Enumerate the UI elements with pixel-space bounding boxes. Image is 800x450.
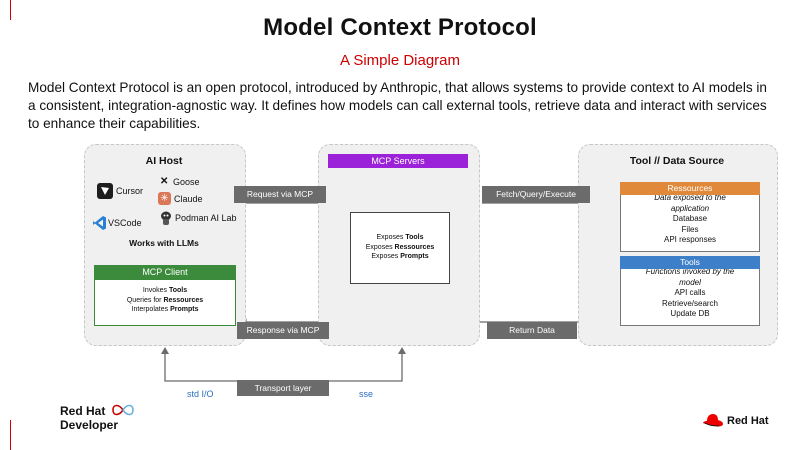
stdio-label: std I/O <box>187 389 214 399</box>
infinity-icon <box>112 404 134 416</box>
sse-label: sse <box>359 389 374 399</box>
works-with-llms: Works with LLMs <box>129 238 199 248</box>
page-title: Model Context Protocol <box>263 14 537 41</box>
resource-item: API responses <box>663 235 717 244</box>
tools-body: Functions invoked by the model API calls… <box>620 269 760 326</box>
resource-item: Database <box>672 214 708 223</box>
mcp-client-title: MCP Client <box>94 265 236 280</box>
bottom-accent-rule <box>10 420 11 450</box>
server-line: Exposes Tools <box>376 234 424 241</box>
tools-desc: Functions invoked by the model <box>645 269 735 287</box>
tools-title: Tools <box>620 256 760 269</box>
goose-icon: ✕ <box>160 176 169 187</box>
data-source-title: Tool // Data Source <box>629 155 725 167</box>
page-subtitle: A Simple Diagram <box>339 52 461 69</box>
red-hat-text: Red Hat <box>727 415 769 427</box>
client-line: Queries for Ressources <box>126 296 204 304</box>
cursor-icon <box>97 183 113 199</box>
return-data-label: Return Data <box>487 322 577 339</box>
mcp-servers-title: MCP Servers <box>328 154 468 168</box>
transport-bracket <box>164 349 403 382</box>
app-podman-label: Podman AI Lab <box>175 213 237 223</box>
app-claude-label: Claude <box>174 193 203 204</box>
ai-host-title: AI Host <box>145 155 183 167</box>
brand-line1: Red Hat <box>60 404 106 418</box>
app-goose-label: Goose <box>173 176 200 187</box>
app-podman: Podman AI Lab <box>160 211 237 225</box>
transport-layer-label: Transport layer <box>237 380 329 396</box>
server-line: Exposes Prompts <box>371 253 429 260</box>
tool-item: API calls <box>674 288 706 297</box>
red-hat-developer-logo: Red Hat Developer <box>60 404 118 432</box>
mcp-client-body: Invokes Tools Queries for Ressources Int… <box>94 280 236 326</box>
red-hat-logo: Red Hat <box>702 413 769 429</box>
client-line: Invokes Tools <box>142 287 188 294</box>
mcp-client-box: MCP Client Invokes Tools Queries for Res… <box>94 265 236 326</box>
resources-body: Data exposed to the application Database… <box>620 195 760 252</box>
vscode-icon <box>93 215 107 231</box>
server-line: Exposes Ressources <box>365 243 435 251</box>
top-accent-rule <box>10 0 11 20</box>
resources-box: Ressources Data exposed to the applicati… <box>620 182 760 252</box>
request-via-mcp-label: Request via MCP <box>234 186 326 203</box>
fetch-query-execute-label: Fetch/Query/Execute <box>482 186 590 203</box>
claude-icon: ✳ <box>158 192 171 205</box>
resource-item: Files <box>681 224 699 234</box>
response-via-mcp-label: Response via MCP <box>237 322 329 339</box>
page-description: Model Context Protocol is an open protoc… <box>28 80 767 131</box>
app-vscode-label: VSCode <box>108 218 142 228</box>
app-claude: ✳ Claude <box>158 192 203 205</box>
app-goose: ✕ Goose <box>160 176 200 187</box>
app-cursor: Cursor <box>97 183 143 199</box>
app-vscode: VSCode <box>93 215 142 231</box>
tool-item: Update DB <box>670 309 710 318</box>
tool-item: Retrieve/search <box>661 298 719 308</box>
client-line: Interpolates Prompts <box>131 306 199 313</box>
resources-desc: Data exposed to the application <box>654 195 726 213</box>
red-hat-fedora-icon <box>703 414 723 427</box>
brand-line2: Developer <box>60 418 119 432</box>
resources-title: Ressources <box>620 182 760 195</box>
app-cursor-label: Cursor <box>116 186 144 196</box>
tools-box: Tools Functions invoked by the model API… <box>620 256 760 326</box>
podman-icon <box>160 211 172 225</box>
mcp-server-box: Exposes Tools Exposes Ressources Exposes… <box>350 212 450 284</box>
